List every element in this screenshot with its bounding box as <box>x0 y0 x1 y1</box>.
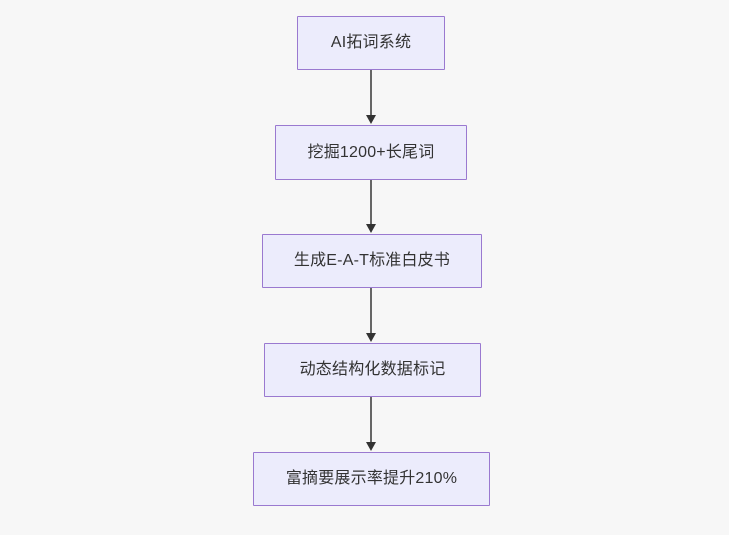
flow-edge-3 <box>370 288 372 334</box>
flow-edge-2 <box>370 180 372 225</box>
flow-edge-4 <box>370 397 372 443</box>
flow-node-label: 动态结构化数据标记 <box>299 361 446 379</box>
flow-node-mine-longtail-keywords[interactable]: 挖掘1200+长尾词 <box>275 125 467 180</box>
flow-arrowhead-4 <box>365 442 376 451</box>
flow-arrowhead-3 <box>365 333 376 342</box>
flow-node-dynamic-structured-data-markup[interactable]: 动态结构化数据标记 <box>264 343 481 397</box>
flow-node-ai-keyword-system[interactable]: AI拓词系统 <box>297 16 445 70</box>
flow-node-generate-eat-whitepaper[interactable]: 生成E-A-T标准白皮书 <box>262 234 482 288</box>
flow-arrowhead-2 <box>365 224 376 233</box>
flow-node-label: 生成E-A-T标准白皮书 <box>293 252 451 270</box>
flow-arrowhead-1 <box>365 115 376 124</box>
flow-edge-1 <box>370 70 372 116</box>
flow-node-rich-snippet-impression-uplift[interactable]: 富摘要展示率提升210% <box>253 452 490 506</box>
flow-node-label: 挖掘1200+长尾词 <box>307 143 435 161</box>
flow-node-label: 富摘要展示率提升210% <box>285 470 458 488</box>
flow-node-label: AI拓词系统 <box>330 34 412 52</box>
